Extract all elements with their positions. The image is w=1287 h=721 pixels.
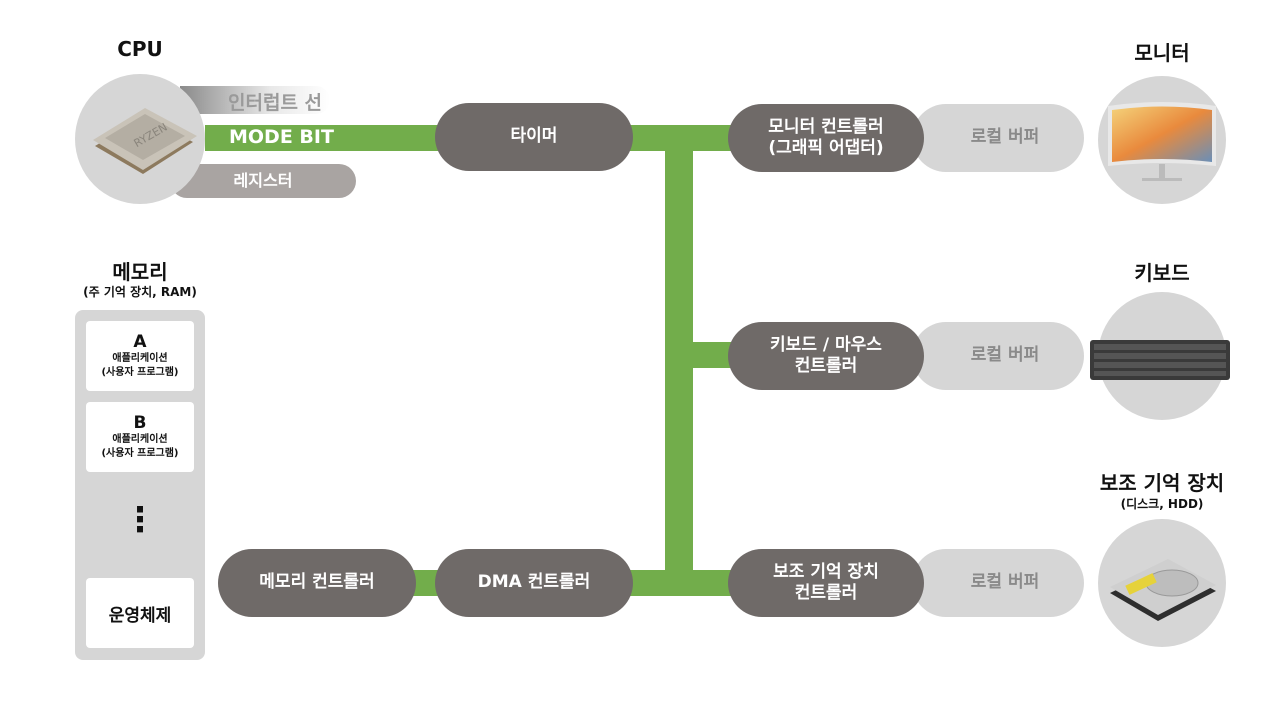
storage-title: 보조 기억 장치 bbox=[1099, 471, 1225, 495]
monitor-local-buffer-label: 로컬 버퍼 bbox=[970, 127, 1040, 148]
keyboard-controller-line2: 컨트롤러 bbox=[794, 356, 858, 376]
monitor-icon bbox=[1108, 102, 1216, 181]
timer-pill: 타이머 bbox=[435, 103, 633, 171]
keyboard-local-buffer-label: 로컬 버퍼 bbox=[970, 345, 1040, 366]
interrupt-line-label: 인터럽트 선 bbox=[228, 92, 323, 114]
timer-label: 타이머 bbox=[510, 126, 558, 147]
dma-controller-label: DMA 컨트롤러 bbox=[477, 572, 591, 593]
app-b-line2: (사용자 프로그램) bbox=[101, 448, 179, 459]
app-a-name: A bbox=[133, 332, 147, 352]
storage-controller-pill: 보조 기억 장치 컨트롤러 bbox=[728, 549, 924, 617]
monitor-local-buffer: 로컬 버퍼 bbox=[912, 104, 1084, 172]
storage-controller-line1: 보조 기억 장치 bbox=[773, 561, 879, 582]
monitor-controller-line1: 모니터 컨트롤러 bbox=[768, 116, 884, 137]
interrupt-line-bar bbox=[180, 86, 330, 114]
bus-mode-bit-line bbox=[205, 125, 445, 151]
storage-local-buffer: 로컬 버퍼 bbox=[912, 549, 1084, 617]
memory-app-b: B 애플리케이션 (사용자 프로그램) bbox=[86, 402, 194, 472]
hdd-icon bbox=[1110, 559, 1216, 621]
bus-to-keyboard bbox=[665, 342, 740, 368]
monitor-circle bbox=[1098, 76, 1226, 204]
keyboard-local-buffer: 로컬 버퍼 bbox=[912, 322, 1084, 390]
cpu-circle: RYZEN bbox=[75, 74, 205, 204]
keyboard-title: 키보드 bbox=[1134, 261, 1190, 285]
storage-local-buffer-label: 로컬 버퍼 bbox=[970, 572, 1040, 593]
cpu-chip-icon: RYZEN bbox=[93, 108, 197, 174]
memory-subtitle: (주 기억 장치, RAM) bbox=[83, 285, 197, 299]
keyboard-controller-line1: 키보드 / 마우스 bbox=[770, 334, 882, 355]
cpu-title: CPU bbox=[117, 37, 163, 61]
storage-circle bbox=[1098, 519, 1226, 647]
monitor-controller-line2: (그래픽 어댑터) bbox=[768, 138, 884, 158]
monitor-controller-pill: 모니터 컨트롤러 (그래픽 어댑터) bbox=[728, 104, 924, 172]
memory-ellipsis: ⋮ bbox=[123, 500, 157, 540]
storage-controller-line2: 컨트롤러 bbox=[794, 583, 858, 603]
memory-controller-pill: 메모리 컨트롤러 bbox=[218, 549, 416, 617]
register-label: 레지스터 bbox=[233, 171, 293, 190]
register-pill: 레지스터 bbox=[170, 164, 356, 198]
bus-to-storage bbox=[620, 570, 740, 596]
app-b-line1: 애플리케이션 bbox=[112, 434, 168, 445]
storage-subtitle: (디스크, HDD) bbox=[1120, 497, 1204, 511]
keyboard-controller-pill: 키보드 / 마우스 컨트롤러 bbox=[728, 322, 924, 390]
dma-controller-pill: DMA 컨트롤러 bbox=[435, 549, 633, 617]
memory-controller-label: 메모리 컨트롤러 bbox=[259, 572, 375, 593]
app-a-line2: (사용자 프로그램) bbox=[101, 367, 179, 378]
monitor-title: 모니터 bbox=[1134, 41, 1190, 65]
keyboard-circle bbox=[1090, 292, 1230, 420]
keyboard-icon bbox=[1090, 340, 1230, 380]
os-label: 운영체제 bbox=[108, 605, 172, 626]
memory-title: 메모리 bbox=[112, 260, 168, 284]
memory-os: 운영체제 bbox=[86, 578, 194, 648]
app-b-name: B bbox=[133, 413, 147, 433]
mode-bit-label: MODE BIT bbox=[229, 126, 334, 148]
app-a-line1: 애플리케이션 bbox=[112, 353, 168, 364]
memory-app-a: A 애플리케이션 (사용자 프로그램) bbox=[86, 321, 194, 391]
